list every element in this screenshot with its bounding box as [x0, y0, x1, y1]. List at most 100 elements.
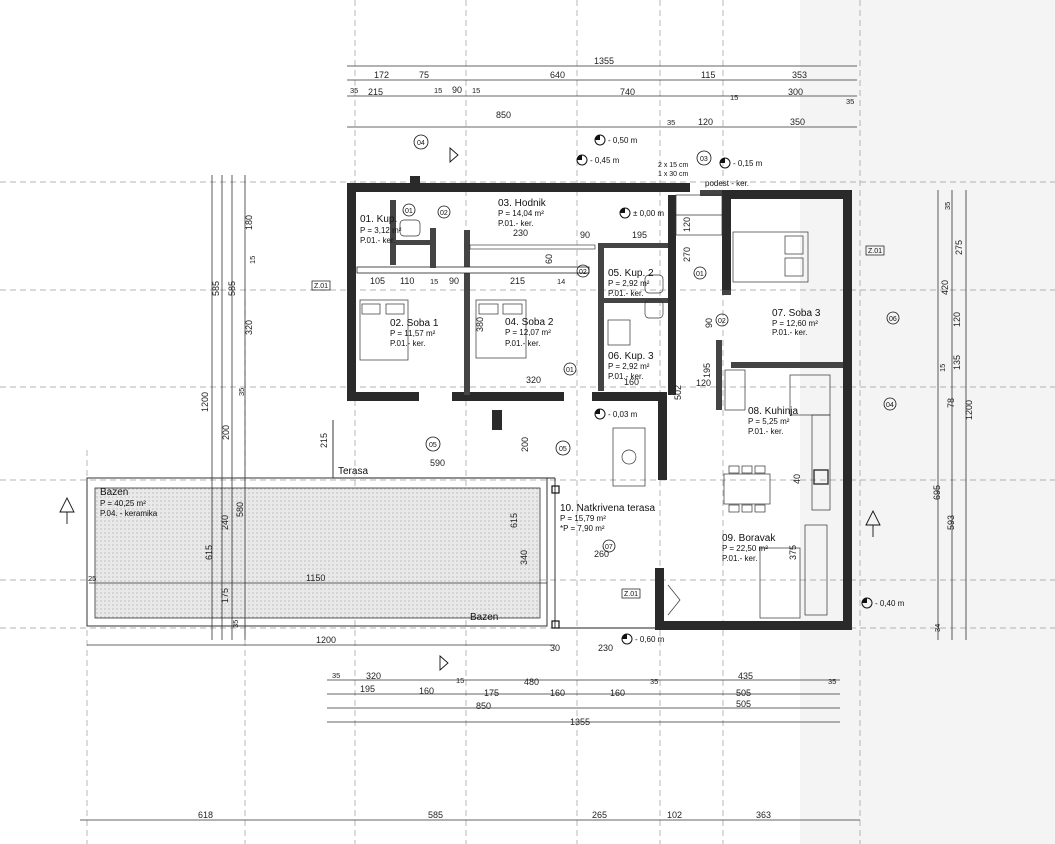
dim-in-215b: 215: [319, 433, 329, 448]
dim-right-35a: 35: [943, 202, 952, 210]
tag-05-b: 05: [559, 446, 567, 453]
dim-bot-35b: 35: [650, 677, 658, 686]
dim-left-1200: 1200: [200, 392, 210, 412]
elevation-marks: - 0,50 m - 0,45 m - 0,15 m ± 0,00 m - 0,…: [576, 134, 905, 645]
dim-top-850: 850: [496, 110, 511, 120]
room-kup2-area: P = 2,92 m²: [608, 279, 650, 288]
dim-in-230: 230: [513, 228, 528, 238]
elev-terrace: - 0,03 m: [608, 410, 638, 419]
building-walls: [347, 176, 852, 630]
z01-left: Z.01: [314, 283, 328, 290]
tag-02-c: 02: [718, 318, 726, 325]
dim-top-300: 300: [788, 87, 803, 97]
pool: [86, 477, 548, 627]
dim-in-160: 160: [624, 377, 639, 387]
dims-right: 1200 420 15 695 35 275 120 135 78 593 34: [932, 190, 974, 640]
dim-top-35a: 35: [350, 86, 358, 95]
tag-04-b: 04: [886, 402, 894, 409]
dim-bot-265: 265: [592, 810, 607, 820]
dim-left-585b: 585: [227, 281, 237, 296]
dim-bot-1200: 1200: [316, 635, 336, 645]
dim-bot-1355: 1355: [570, 717, 590, 727]
dim-top-215: 215: [368, 87, 383, 97]
room-kup2-name: 05. Kup. 2: [608, 268, 654, 279]
dim-in-15: 15: [430, 277, 438, 286]
dim-bot-363: 363: [756, 810, 771, 820]
room-labels: 01. Kup. P = 3,12 m² P.01.- ker. 02. Sob…: [100, 179, 821, 623]
dim-top-15c: 15: [730, 93, 738, 102]
paper-shade: [800, 0, 1055, 844]
dim-left-180: 180: [244, 215, 254, 230]
dim-top-115: 115: [701, 70, 715, 80]
label-bazen-bottom: Bazen: [470, 612, 498, 623]
dim-right-120: 120: [952, 312, 962, 327]
stairs-label-2: 1 x 30 cm: [658, 171, 689, 178]
dim-pool-25: 25: [88, 574, 96, 583]
dim-left-320: 320: [244, 320, 254, 335]
tag-07: 07: [605, 544, 613, 551]
dims-top: 1355 172 75 640 115 353 35 215 15 90 15 …: [347, 56, 857, 128]
dim-right-135: 135: [952, 355, 962, 370]
room-soba3-area: P = 12,60 m²: [772, 319, 818, 328]
dim-left-580: 580: [235, 502, 245, 517]
dim-right-34: 34: [933, 624, 942, 632]
dim-in-90b: 90: [449, 276, 459, 286]
room-kup1-area: P = 3,12 m²: [360, 226, 402, 235]
dim-right-420: 420: [940, 280, 950, 295]
dim-bot-435: 435: [738, 671, 753, 681]
dim-top-353: 353: [792, 70, 807, 80]
elev-right: - 0,40 m: [875, 599, 905, 608]
dim-bot-505b: 505: [736, 699, 751, 709]
dim-in-195b: 195: [702, 363, 712, 378]
tag-05-a: 05: [429, 442, 437, 449]
elev-top-1: - 0,50 m: [608, 136, 638, 145]
dims-left: 1200 585 615 585 200 240 175 35 180 15 3…: [200, 175, 257, 640]
dim-in-340: 340: [519, 550, 529, 565]
elev-floor: ± 0,00 m: [633, 209, 664, 218]
dim-left-175: 175: [220, 588, 230, 603]
dim-bot-480: 480: [524, 677, 539, 687]
room-soba2-floor: P.01.- ker.: [505, 339, 540, 348]
elev-bottom: - 0,60 m: [635, 635, 665, 644]
room-kuhinja-name: 08. Kuhinja: [748, 406, 798, 417]
room-kup3-area: P = 2,92 m²: [608, 362, 650, 371]
dim-left-615: 615: [204, 545, 214, 560]
tag-04-top: 04: [417, 140, 425, 147]
dim-in-615: 615: [509, 513, 519, 528]
room-boravak-area: P = 22,50 m²: [722, 544, 768, 553]
dim-top-75: 75: [419, 70, 429, 80]
dim-top-640: 640: [550, 70, 565, 80]
room-soba1-floor: P.01.- ker.: [390, 339, 425, 348]
elev-top-2: - 0,45 m: [590, 156, 620, 165]
dim-bot-505a: 505: [736, 688, 751, 698]
dims-bottom: 1200 30 230 35 320 15 480 35 435 35 195 …: [80, 573, 860, 821]
room-terasa-area: P = 15,79 m²: [560, 514, 606, 523]
dim-left-35a: 35: [231, 620, 240, 628]
dim-in-502: 502: [673, 385, 683, 400]
dim-bot-850: 850: [476, 701, 491, 711]
furniture: [359, 194, 831, 619]
dim-in-195a: 195: [632, 230, 647, 240]
dim-in-200: 200: [520, 437, 530, 452]
dim-left-15: 15: [248, 256, 257, 264]
dim-top-15a: 15: [434, 86, 442, 95]
room-soba2-area: P = 12,07 m²: [505, 328, 551, 337]
dim-top-15b: 15: [472, 86, 480, 95]
dim-bot-30: 30: [550, 643, 560, 653]
dim-bot-585: 585: [428, 810, 443, 820]
room-kup3-name: 06. Kup. 3: [608, 351, 654, 362]
room-bazen-floor: P.04. - keramika: [100, 509, 158, 518]
room-boravak-name: 09. Boravak: [722, 533, 776, 544]
tag-01-a: 01: [405, 208, 413, 215]
dim-right-78: 78: [946, 398, 956, 408]
dim-in-215a: 215: [510, 276, 525, 286]
dim-top-740: 740: [620, 87, 635, 97]
dim-top-120: 120: [698, 117, 713, 127]
dim-top-35b: 35: [846, 97, 854, 106]
section-markers: [59, 147, 881, 671]
door-tags: [402, 134, 900, 553]
dim-in-110: 110: [400, 276, 414, 286]
room-kup1-name: 01. Kup.: [360, 214, 397, 225]
dim-in-40: 40: [792, 474, 802, 484]
